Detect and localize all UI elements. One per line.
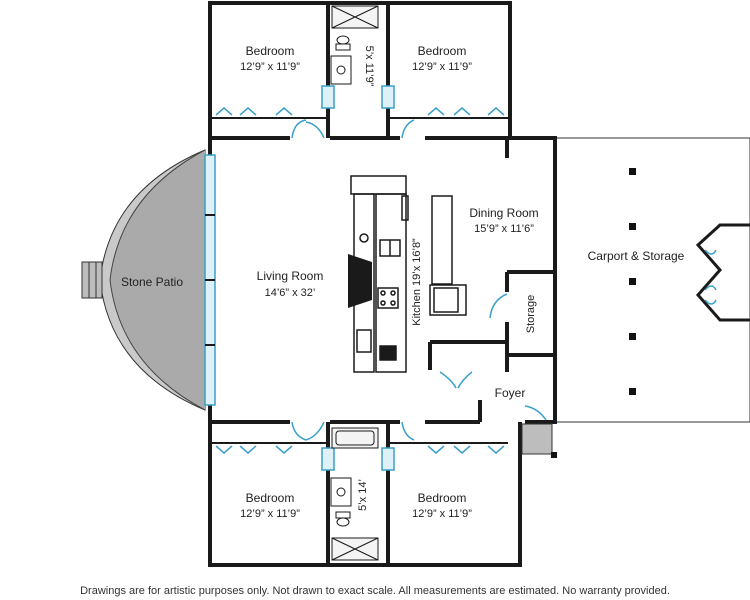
bathtub <box>331 427 379 449</box>
bath-south <box>330 427 379 561</box>
fireplace <box>348 254 372 308</box>
window <box>321 85 335 109</box>
carport-post <box>629 278 636 285</box>
bedroom-sw-name: Bedroom <box>246 491 295 505</box>
bedroom-sw-dims: 12’9” x 11’9” <box>240 508 300 520</box>
bath-north-dims: 5’x 11’9” <box>363 46 375 87</box>
foyer-name: Foyer <box>495 386 526 400</box>
carport-post <box>629 333 636 340</box>
sink <box>336 65 346 75</box>
vanity <box>330 55 352 85</box>
foyer-step <box>521 423 553 455</box>
dining-room-name: Dining Room <box>469 206 538 220</box>
carport-post <box>629 168 636 175</box>
windows <box>204 85 395 471</box>
upper-cabinet <box>350 175 407 195</box>
walls <box>208 1 557 567</box>
door-swing <box>704 299 717 305</box>
kitchen-label: Kitchen 19’x 16’8” <box>411 238 423 326</box>
counter-right <box>375 193 407 373</box>
vanity <box>330 477 352 507</box>
sink <box>336 487 346 497</box>
carport-name: Carport & Storage <box>588 249 685 263</box>
door-swing <box>704 249 717 255</box>
bedroom-nw-dims: 12’9” x 11’9” <box>240 61 300 73</box>
island <box>431 195 453 285</box>
disclaimer-text: Drawings are for artistic purposes only.… <box>80 585 670 597</box>
dining-room-dims: 15’9” x 11’6” <box>474 223 534 235</box>
patio-steps <box>81 261 103 299</box>
toilet <box>336 517 350 527</box>
labels: Bedroom 12’9” x 11’9” 5’x 11’9” Bedroom … <box>121 44 685 520</box>
carport-post <box>629 223 636 230</box>
living-room-dims: 14’6” x 32’ <box>265 287 316 299</box>
bath-south-dims: 5’x 14’ <box>357 479 369 511</box>
bedroom-ne-name: Bedroom <box>418 44 467 58</box>
closet-doors <box>215 107 505 454</box>
fridge <box>429 284 467 316</box>
bedroom-se-name: Bedroom <box>418 491 467 505</box>
bedroom-nw-name: Bedroom <box>246 44 295 58</box>
door-swings <box>291 119 547 441</box>
stone-patio <box>81 149 206 411</box>
window <box>381 85 395 109</box>
stone-patio-name: Stone Patio <box>121 275 183 289</box>
window <box>321 447 335 471</box>
bedroom-se-dims: 12’9” x 11’9” <box>412 508 472 520</box>
carport <box>555 137 750 423</box>
door-swing <box>704 285 717 291</box>
toilet <box>336 35 350 45</box>
living-room-name: Living Room <box>257 269 324 283</box>
window <box>381 447 395 471</box>
storage-name: Storage <box>525 295 537 334</box>
bath-north <box>330 5 379 85</box>
range-knob <box>359 233 369 243</box>
bedroom-ne-dims: 12’9” x 11’9” <box>412 61 472 73</box>
carport-post <box>629 388 636 395</box>
cooktop <box>377 287 399 309</box>
post <box>551 452 557 458</box>
appliance <box>379 345 397 361</box>
